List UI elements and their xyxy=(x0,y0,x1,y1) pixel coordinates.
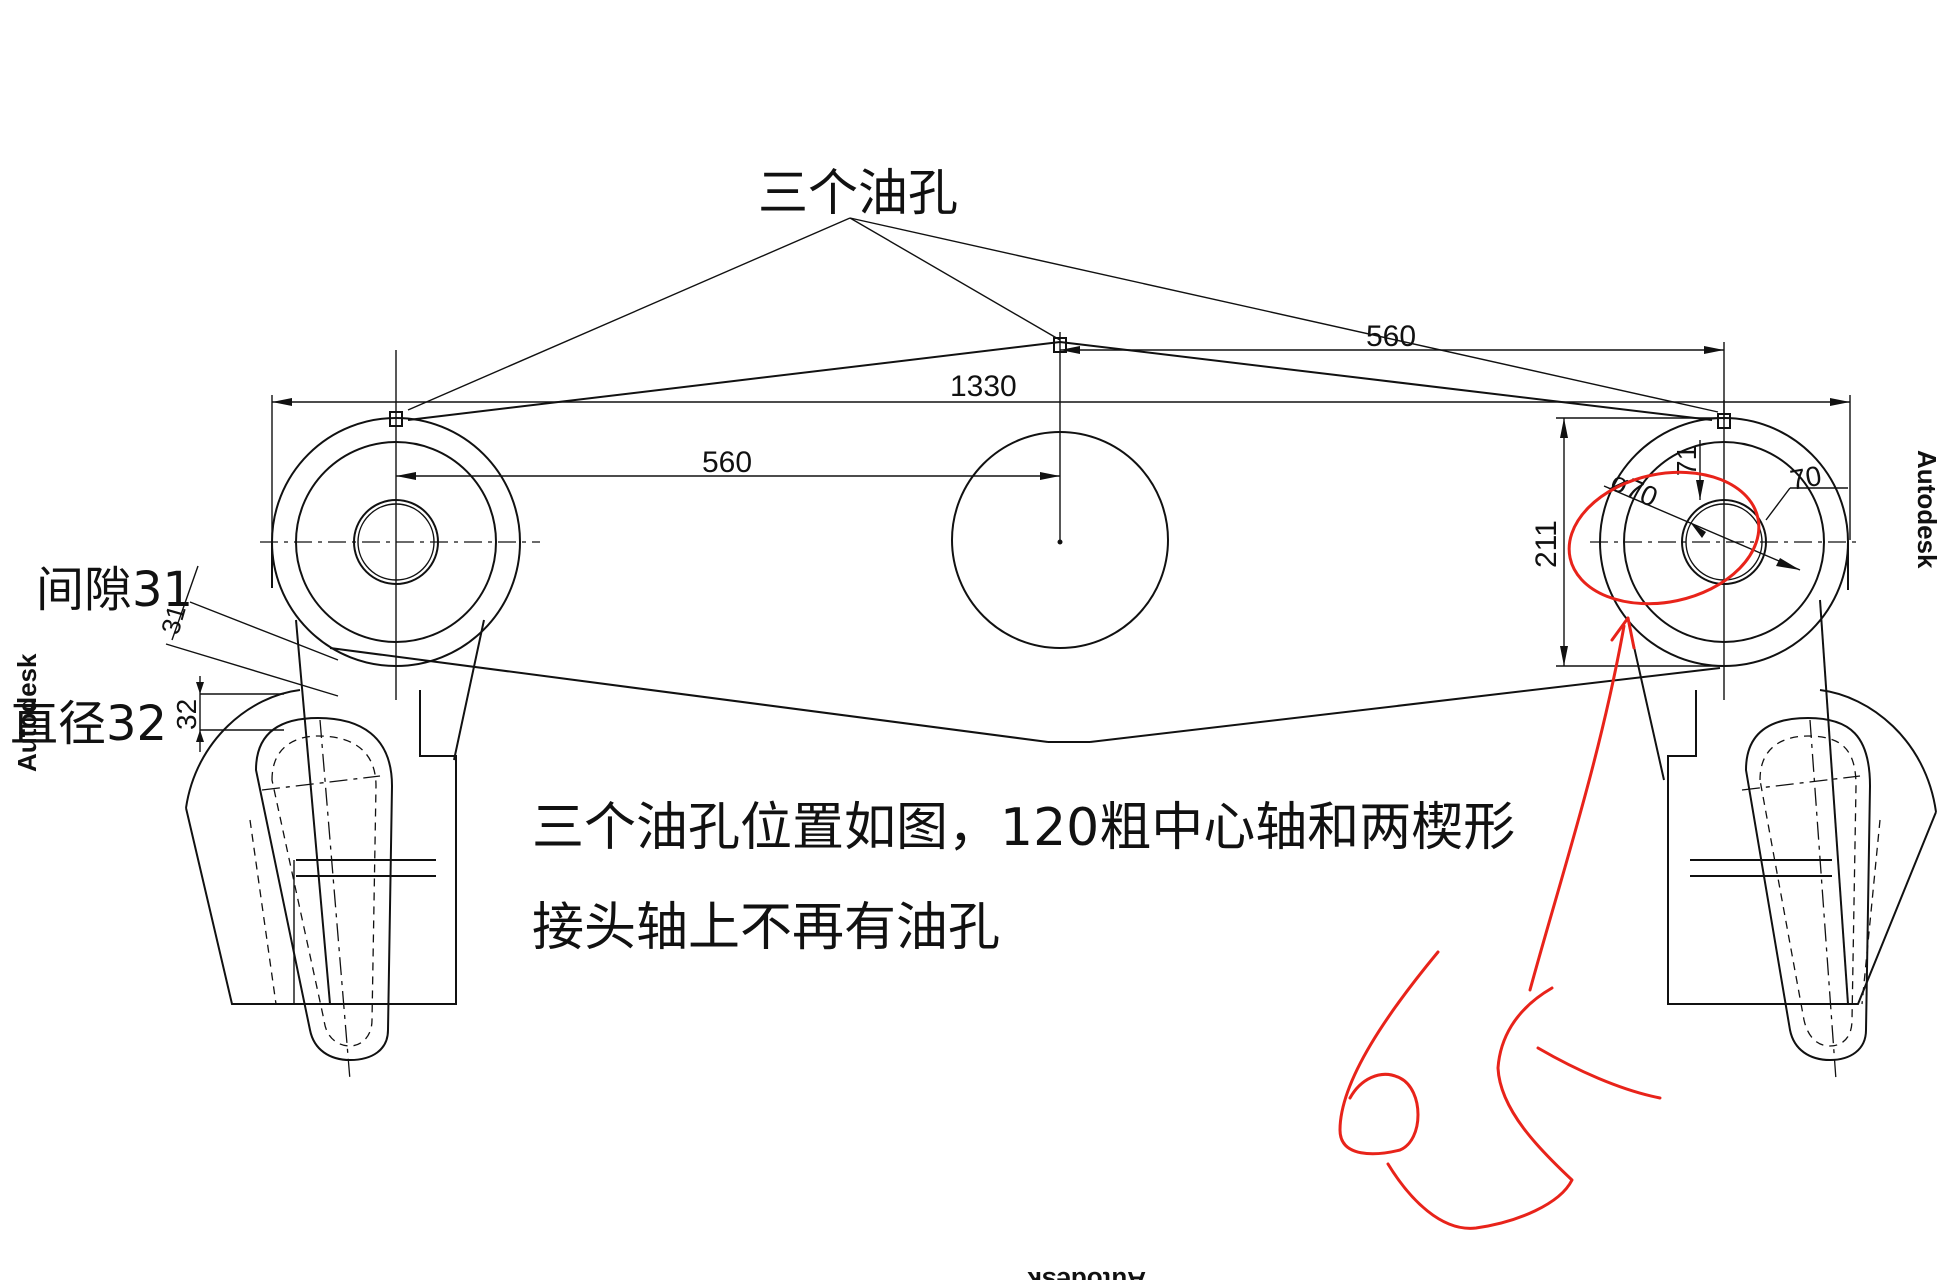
dimension-1330-label: 1330 xyxy=(950,370,1017,403)
center-shaft xyxy=(951,431,1169,649)
dimension-offset-70 xyxy=(1765,487,1848,521)
markup-arrow-line xyxy=(1528,624,1626,992)
oil-hole-leaders xyxy=(407,217,1719,413)
dimension-560-right-label: 560 xyxy=(1366,320,1416,353)
dimension-height xyxy=(1556,417,1724,667)
gap-callout: 间隙31 xyxy=(36,562,193,618)
dimension-diameter xyxy=(1603,485,1801,571)
gap-leader xyxy=(165,565,339,752)
left-pin-assembly xyxy=(260,417,540,1005)
oil-holes-title: 三个油孔 xyxy=(758,164,958,222)
markup-arrowhead xyxy=(1610,616,1636,650)
dimension-vertical-71 xyxy=(1696,440,1704,500)
dimension-right-spacing xyxy=(1060,342,1725,420)
dimension-70-label: 70 xyxy=(1788,460,1824,496)
handwritten-5-top xyxy=(1386,986,1574,1230)
red-markup xyxy=(1338,470,1761,1230)
left-lug xyxy=(185,689,457,1081)
watermark-left: Autodesk xyxy=(12,653,42,772)
plate-outline xyxy=(329,341,1721,743)
note-line-2: 接头轴上不再有油孔 xyxy=(532,898,1000,958)
right-pin-assembly xyxy=(1590,417,1860,1005)
dimension-560-left-label: 560 xyxy=(702,446,752,479)
diameter-callout: 直径32 xyxy=(10,696,167,752)
handwritten-6 xyxy=(1338,950,1440,1156)
dimension-overall-width xyxy=(271,395,1851,540)
note-line-1: 三个油孔位置如图，120粗中心轴和两楔形 xyxy=(532,798,1515,858)
markup-circle xyxy=(1567,470,1761,606)
oil-hole-marker-center xyxy=(1053,332,1067,542)
dimension-left-spacing xyxy=(396,472,1060,480)
dimension-211-label: 211 xyxy=(1530,520,1563,568)
right-lug xyxy=(1667,689,1937,1081)
oil-hole-marker-right xyxy=(1717,400,1731,700)
handwritten-5-stroke xyxy=(1536,1046,1662,1100)
watermark-right: Autodesk xyxy=(1912,450,1942,569)
watermark-bottom: Autodesk xyxy=(1027,1266,1146,1280)
dimension-32-label: 32 xyxy=(171,699,202,730)
